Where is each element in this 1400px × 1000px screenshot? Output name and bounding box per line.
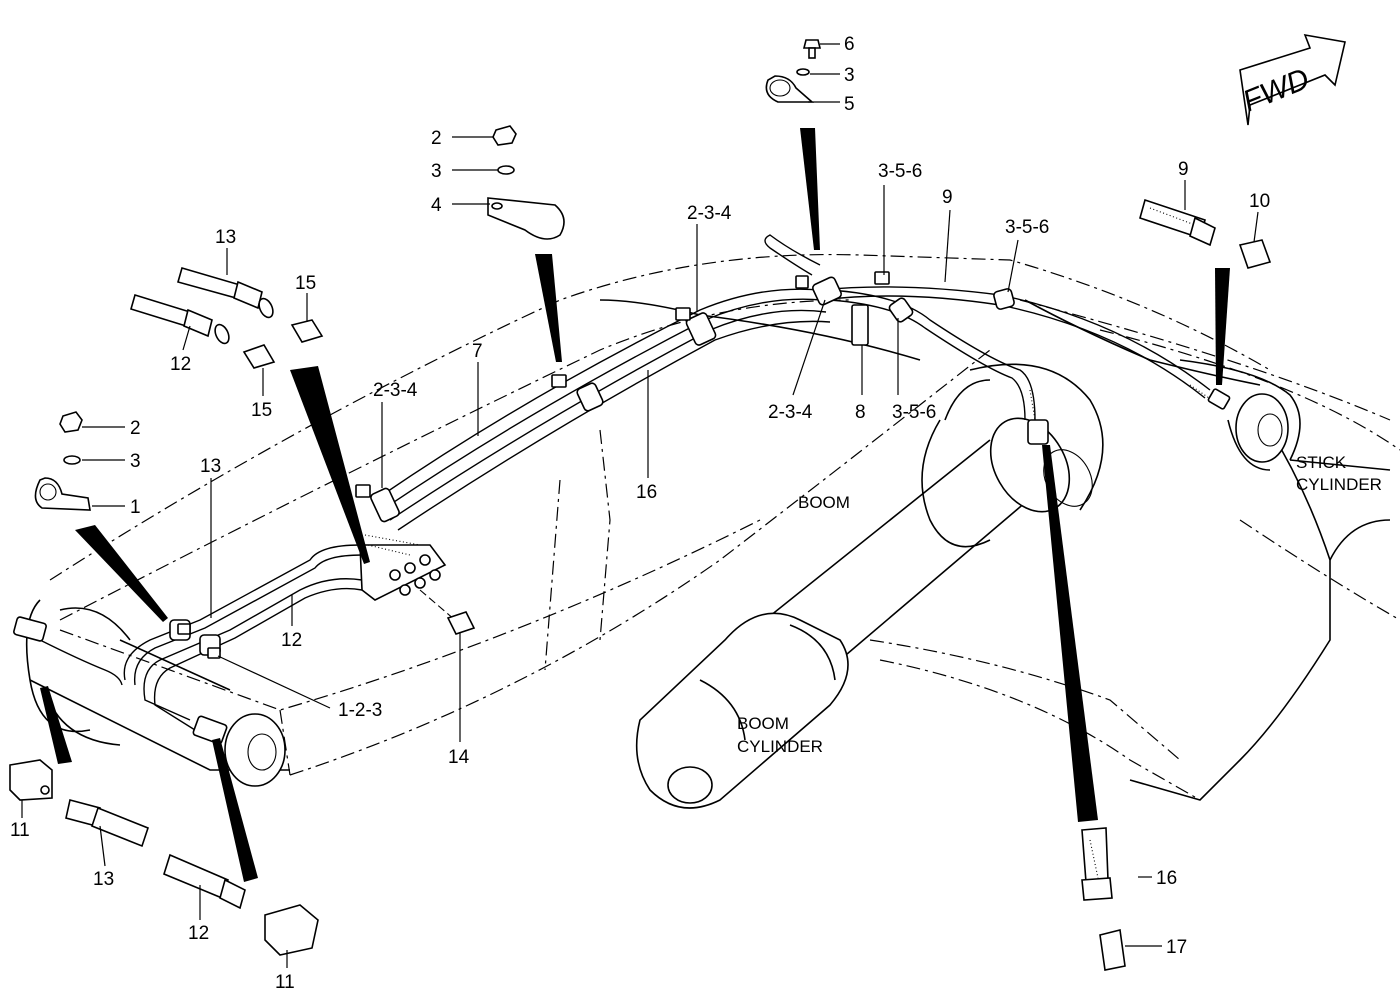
exploded-parts xyxy=(9,39,1272,971)
callout-5-top: 5 xyxy=(844,94,855,115)
callout-7: 7 xyxy=(472,341,483,362)
callout-3-left: 3 xyxy=(130,451,141,472)
line-clamps xyxy=(169,271,1015,659)
fwd-arrow-icon: FWD xyxy=(1238,33,1346,126)
bolt-shank-icon xyxy=(808,47,816,59)
hose-12-icon xyxy=(130,293,191,328)
callout-2-3-4-a: 2-3-4 xyxy=(687,203,732,224)
cap-11-icon-2 xyxy=(264,904,319,956)
callout-11-a: 11 xyxy=(10,820,30,841)
boom-cylinder-label-line2: CYLINDER xyxy=(737,737,823,756)
clip-icon-3 xyxy=(34,477,91,511)
callout-11-b: 11 xyxy=(275,972,295,993)
callout-3-top: 3 xyxy=(844,65,855,86)
stick-cylinder-label-line1: STICK xyxy=(1296,453,1347,472)
callout-4-upper: 4 xyxy=(431,195,442,216)
callout-3-5-6-b: 3-5-6 xyxy=(1005,217,1049,238)
callout-2-upper: 2 xyxy=(431,128,442,149)
callout-2-left: 2 xyxy=(130,418,141,439)
callout-1-2-3: 1-2-3 xyxy=(338,700,382,721)
stick-cylinder-end xyxy=(1227,393,1289,471)
callout-9-right: 9 xyxy=(1178,159,1189,180)
fitting-15-icon xyxy=(290,319,324,343)
callout-16-mid: 16 xyxy=(636,482,657,503)
callout-13-a: 13 xyxy=(215,227,236,248)
callout-6-top: 6 xyxy=(844,34,855,55)
grease-fitting-14-icon xyxy=(446,611,476,635)
callout-17: 17 xyxy=(1166,937,1187,958)
washer-icon-2 xyxy=(497,165,515,175)
washer-icon-3 xyxy=(63,455,81,465)
callout-15-a: 15 xyxy=(295,273,316,294)
stick-cylinder-label-line2: CYLINDER xyxy=(1296,475,1382,494)
callout-9-mid: 9 xyxy=(942,187,953,208)
bolt-icon xyxy=(802,39,822,49)
clip-icon-2 xyxy=(487,197,565,240)
fitting-17-icon xyxy=(1099,929,1126,971)
boom-cylinder-label-line1: BOOM xyxy=(737,714,789,733)
callout-13-b: 13 xyxy=(200,456,221,477)
hose-13-icon xyxy=(177,267,242,299)
nut-icon xyxy=(492,125,517,146)
callout-12-b: 12 xyxy=(281,630,302,651)
callout-labels: 6 3 5 2 3 4 2-3-4 3-5-6 9 3-5-6 9 10 13 … xyxy=(10,34,1270,993)
clip-icon xyxy=(765,75,815,103)
boom-cylinder xyxy=(635,417,1093,809)
callout-2-3-4-b: 2-3-4 xyxy=(373,380,418,401)
callout-15-b: 15 xyxy=(251,400,272,421)
hose-16-end-icon xyxy=(1081,827,1109,883)
callout-13-c: 13 xyxy=(93,869,114,890)
pointer-wedges xyxy=(40,128,1230,882)
grease-lines xyxy=(13,234,1231,745)
boom-label: BOOM xyxy=(798,493,850,512)
callout-3-upper: 3 xyxy=(431,161,442,182)
callout-1: 1 xyxy=(130,497,141,518)
callout-3-5-6-c: 3-5-6 xyxy=(892,402,936,423)
fitting-10-icon xyxy=(1238,239,1272,269)
callout-10: 10 xyxy=(1249,191,1270,212)
callout-14: 14 xyxy=(448,747,470,768)
callout-8: 8 xyxy=(855,402,866,423)
nut-icon-3 xyxy=(59,411,83,433)
callout-3-5-6-a: 3-5-6 xyxy=(878,161,922,182)
callout-2-3-4-c: 2-3-4 xyxy=(768,402,813,423)
callout-16-bottom: 16 xyxy=(1156,868,1177,889)
fitting-15-icon-2 xyxy=(242,344,276,369)
callout-12-c: 12 xyxy=(188,923,209,944)
callout-12-a: 12 xyxy=(170,354,191,375)
hose-12-end-icon xyxy=(163,853,229,900)
washer-icon xyxy=(796,68,810,76)
region-labels: BOOM STICK CYLINDER BOOM CYLINDER xyxy=(737,453,1382,756)
leader-lines xyxy=(21,43,1259,968)
